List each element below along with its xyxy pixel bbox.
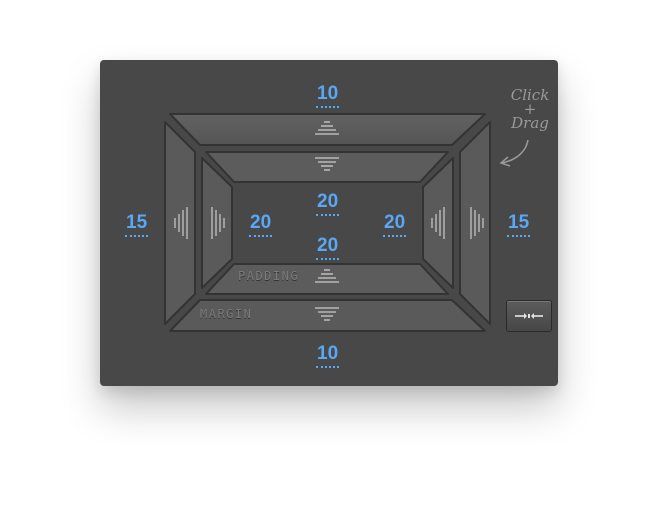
sound-bars-icon (174, 207, 188, 239)
sound-bars-icon (470, 207, 484, 239)
padding-top-value[interactable]: 20 (316, 191, 340, 216)
collapse-button[interactable] (506, 300, 552, 332)
padding-right-handle[interactable] (422, 157, 454, 289)
chevron-down-icon (315, 157, 339, 171)
margin-bottom-value[interactable]: 10 (316, 343, 340, 368)
hint-line-plus: + (523, 100, 537, 118)
padding-left-value[interactable]: 20 (249, 212, 273, 237)
chevron-up-icon (315, 121, 339, 135)
padding-bottom-value[interactable]: 20 (316, 235, 340, 260)
padding-right-value[interactable]: 20 (383, 212, 407, 237)
sound-bars-icon (431, 207, 445, 239)
sound-bars-icon (211, 207, 225, 239)
arrowhead-icon (499, 156, 511, 167)
margin-top-value[interactable]: 10 (316, 83, 340, 108)
chevron-up-icon (315, 269, 339, 283)
chevron-down-icon (315, 307, 339, 321)
curved-arrow-icon (501, 139, 529, 164)
padding-bottom-handle[interactable] (205, 263, 449, 295)
padding-left-handle[interactable] (201, 157, 233, 289)
margin-left-handle[interactable] (164, 121, 196, 325)
padding-top-handle[interactable] (205, 151, 449, 183)
hint-line-click: Click (510, 86, 550, 104)
click-drag-hint: Click + Drag (500, 86, 560, 132)
hint-line-drag: Drag (511, 114, 549, 132)
collapse-arrows-icon (515, 313, 543, 319)
margin-left-value[interactable]: 15 (125, 212, 149, 237)
margin-right-value[interactable]: 15 (507, 212, 531, 237)
